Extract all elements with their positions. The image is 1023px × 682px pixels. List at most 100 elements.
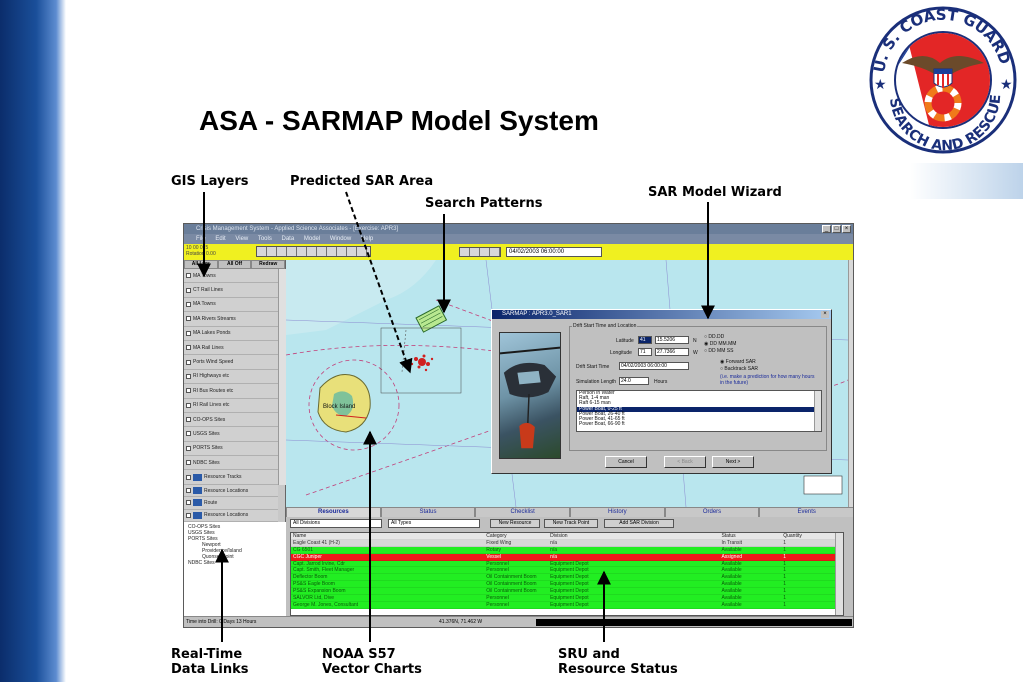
- table-scrollbar[interactable]: [835, 533, 843, 615]
- layer-checkbox[interactable]: [186, 431, 191, 437]
- layer-checkbox[interactable]: [186, 445, 191, 451]
- layer-checkbox[interactable]: [186, 301, 191, 307]
- tab-events[interactable]: Events: [759, 507, 853, 517]
- layer-item[interactable]: PORTS Sites: [184, 442, 278, 457]
- layer-item[interactable]: MA Towns: [184, 269, 278, 284]
- menu-item[interactable]: File: [196, 236, 206, 242]
- column-header[interactable]: Name: [293, 533, 307, 539]
- resource-layer-item[interactable]: Resource Locations: [184, 485, 278, 498]
- layer-checkbox[interactable]: [186, 460, 191, 466]
- tree-node[interactable]: NDBC Sites: [188, 560, 215, 566]
- tab-orders[interactable]: Orders: [664, 507, 760, 517]
- column-header[interactable]: Category: [486, 533, 507, 539]
- tree-node[interactable]: PORTS Sites: [188, 536, 218, 542]
- latitude-minutes-input[interactable]: 15.5206: [655, 336, 689, 344]
- tab-history[interactable]: History: [570, 507, 665, 517]
- layer-item[interactable]: Ports Wind Speed: [184, 355, 278, 370]
- format-option[interactable]: ○ DD.DD: [704, 334, 725, 340]
- layer-item[interactable]: RI Highways etc: [184, 370, 278, 385]
- list-item[interactable]: Raft 6-15 man: [579, 400, 611, 407]
- new-resource-button[interactable]: New Resource: [490, 519, 540, 528]
- menu-item[interactable]: View: [235, 236, 249, 242]
- layer-checkbox[interactable]: [186, 345, 191, 351]
- layer-item[interactable]: MA Towns: [184, 298, 278, 313]
- map-tool-buttons[interactable]: [256, 246, 371, 257]
- layer-item[interactable]: USGS Sites: [184, 427, 278, 442]
- layer-item[interactable]: CT Rail Lines: [184, 283, 278, 298]
- column-header[interactable]: Division: [550, 533, 568, 539]
- layer-checkbox[interactable]: [186, 488, 191, 494]
- maximize-icon[interactable]: □: [832, 225, 841, 233]
- menu-item[interactable]: Tools: [257, 236, 272, 242]
- close-icon[interactable]: ×: [842, 225, 851, 233]
- list-scrollbar[interactable]: [814, 391, 821, 431]
- resource-layer-item[interactable]: Route: [184, 497, 278, 510]
- redraw-button[interactable]: Redraw: [251, 260, 286, 269]
- longitude-degrees-input[interactable]: 71: [638, 348, 652, 356]
- tree-node[interactable]: CO-OPS Sites: [188, 524, 221, 530]
- longitude-minutes-input[interactable]: 27.7366: [655, 348, 689, 356]
- list-item[interactable]: Person in Water: [579, 390, 615, 396]
- menu-item[interactable]: Model: [303, 236, 321, 242]
- layer-item[interactable]: RI Rail Lines etc: [184, 399, 278, 413]
- tab-checklist[interactable]: Checklist: [475, 507, 571, 517]
- resource-layer-item[interactable]: Resource Locations: [184, 510, 278, 522]
- layer-checkbox[interactable]: [186, 417, 191, 423]
- menu-item[interactable]: Data: [281, 236, 295, 242]
- list-item[interactable]: Raft, 1-4 man: [579, 395, 610, 402]
- layer-item[interactable]: MA Lakes Ponds: [184, 327, 278, 341]
- format-option[interactable]: ○ DD MM SS: [704, 348, 734, 354]
- tree-node[interactable]: USGS Sites: [188, 530, 215, 536]
- list-item[interactable]: Power Boat, 66-90 ft: [579, 421, 625, 428]
- map-scrollbar[interactable]: [848, 260, 853, 507]
- latitude-degrees-input[interactable]: 41: [638, 336, 652, 344]
- list-item[interactable]: Power Boat, 26-40 ft: [579, 410, 625, 417]
- all-layers-button[interactable]: All Lyrs: [184, 260, 218, 269]
- menu-item[interactable]: Help: [360, 236, 374, 242]
- layer-checkbox[interactable]: [186, 512, 191, 518]
- time-select[interactable]: 04/02/2003 06:00:00: [506, 247, 602, 257]
- layer-item[interactable]: MA Rail Lines: [184, 341, 278, 356]
- division-select[interactable]: All Divisions: [290, 519, 382, 528]
- all-off-button[interactable]: All Off: [217, 260, 252, 269]
- menu-item[interactable]: Window: [329, 236, 352, 242]
- layer-checkbox[interactable]: [186, 500, 191, 506]
- direction-option[interactable]: ○ Backtrack SAR: [720, 366, 759, 372]
- close-icon[interactable]: ×: [821, 311, 829, 318]
- column-header[interactable]: Quantity: [783, 533, 802, 539]
- tab-status[interactable]: Status: [380, 507, 476, 517]
- type-select[interactable]: All Types: [388, 519, 480, 528]
- layer-checkbox[interactable]: [186, 373, 191, 379]
- layer-item[interactable]: MA Rivers Streams: [184, 312, 278, 327]
- add-sar-division-button[interactable]: Add SAR Division: [604, 519, 674, 528]
- list-item[interactable]: Power Boat, 41-65 ft: [579, 416, 625, 423]
- format-option[interactable]: ◉ DD MM.MM: [704, 341, 737, 347]
- tab-resources[interactable]: Resources: [286, 507, 381, 517]
- minimize-icon[interactable]: _: [822, 225, 831, 233]
- direction-option[interactable]: ◉ Forward SAR: [720, 359, 756, 365]
- layer-checkbox[interactable]: [186, 287, 191, 293]
- layer-checkbox[interactable]: [186, 474, 191, 480]
- layer-item[interactable]: CO-OPS Sites: [184, 413, 278, 428]
- resource-layer-item[interactable]: Resource Tracks: [184, 470, 278, 485]
- back-button[interactable]: < Back: [664, 456, 706, 468]
- layer-checkbox[interactable]: [186, 316, 191, 322]
- layer-checkbox[interactable]: [186, 402, 191, 408]
- tree-node[interactable]: Newport: [202, 542, 221, 548]
- layer-item[interactable]: NDBC Sites: [184, 456, 278, 471]
- layer-list-scrollbar[interactable]: [278, 269, 286, 485]
- layer-item[interactable]: RI Bus Routes etc: [184, 384, 278, 399]
- cancel-button[interactable]: Cancel: [605, 456, 647, 468]
- sim-length-input[interactable]: 24.0: [619, 377, 649, 385]
- menu-item[interactable]: Edit: [215, 236, 226, 242]
- drift-start-input[interactable]: 04/02/2003 06:00:00: [619, 362, 689, 370]
- column-header[interactable]: Status: [721, 533, 736, 539]
